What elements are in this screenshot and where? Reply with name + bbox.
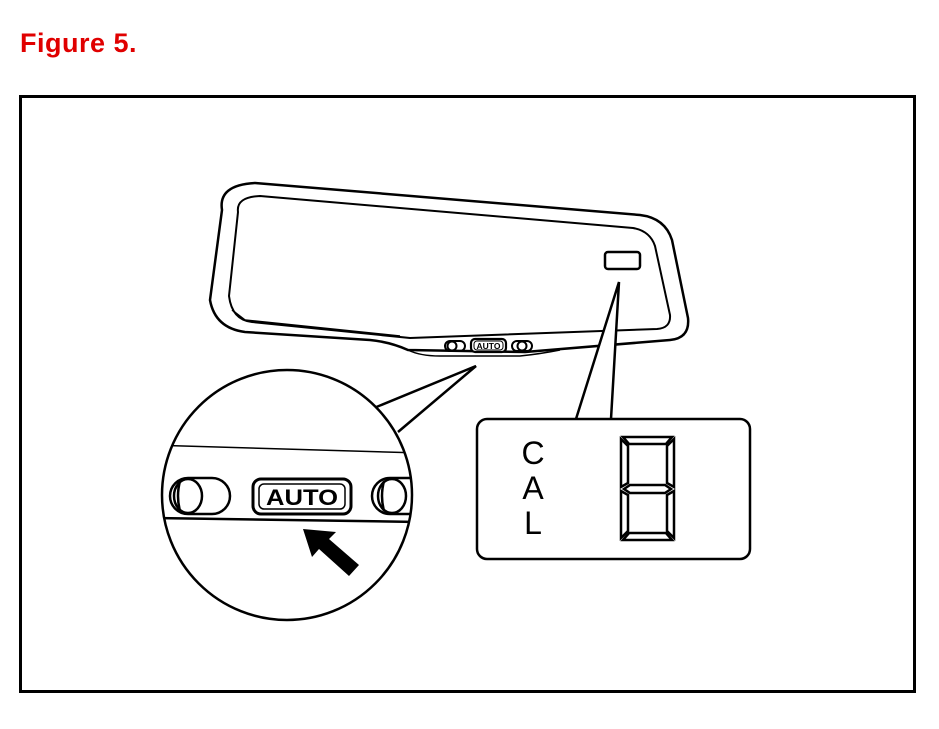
calibration-display: C A L 8: [475, 417, 752, 561]
zoom-auto-button[interactable]: AUTO: [251, 477, 353, 516]
display-window: [603, 250, 642, 271]
mirror-auto-button[interactable]: AUTO: [469, 337, 508, 354]
zoom-auto-label: AUTO: [266, 485, 338, 510]
display-letter-c: C: [521, 435, 544, 471]
press-arrow-icon: [303, 529, 359, 576]
mirror-right-button[interactable]: [511, 340, 533, 352]
seven-segment-digit: [619, 435, 676, 542]
zoom-right-button[interactable]: [370, 476, 427, 516]
display-letter-a: A: [522, 470, 544, 506]
mirror-auto-label: AUTO: [477, 341, 501, 351]
figure-title: Figure 5.: [20, 28, 138, 58]
figure-frame: [19, 95, 916, 693]
display-letter-l: L: [524, 505, 542, 541]
display-pointer: [574, 281, 621, 420]
zoom-callout: AUTO: [160, 368, 427, 622]
mirror-left-button[interactable]: [444, 340, 466, 352]
zoom-pointer: [373, 364, 477, 433]
rearview-mirror: [208, 181, 690, 357]
zoom-left-button[interactable]: [168, 476, 232, 516]
